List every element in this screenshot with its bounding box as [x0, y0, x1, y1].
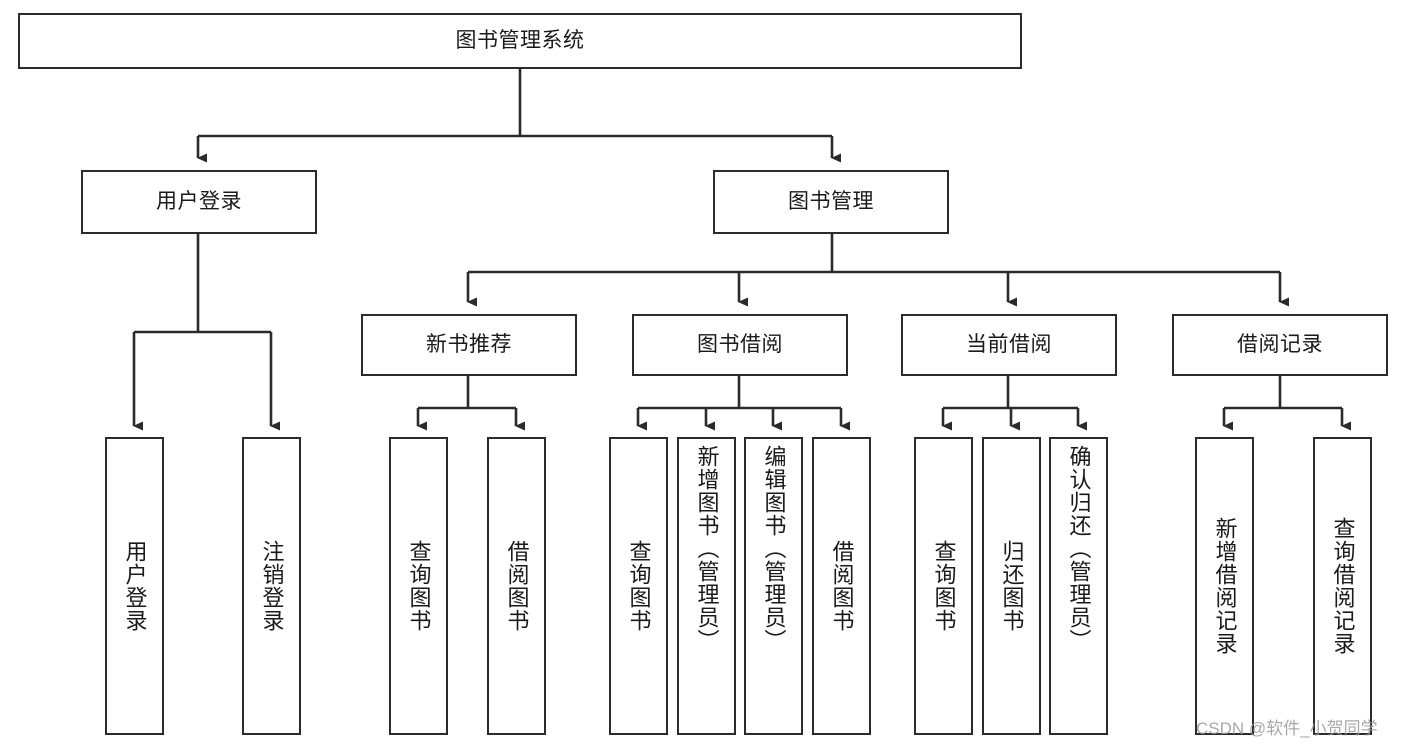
leaf-user-login-label: 用户登录 — [122, 540, 148, 632]
node-current-borrow[interactable]: 当前借阅 — [901, 314, 1117, 376]
leaf-borrow-book-new[interactable]: 借阅图书 — [487, 437, 546, 735]
leaf-add-book-admin-label: 新增图书（管理员） — [694, 445, 720, 652]
node-current-borrow-label: 当前借阅 — [966, 332, 1052, 356]
node-borrow-record-label: 借阅记录 — [1237, 332, 1323, 356]
node-book-borrow-label: 图书借阅 — [697, 332, 783, 356]
leaf-query-book-current[interactable]: 查询图书 — [914, 437, 973, 735]
leaf-add-borrow-record[interactable]: 新增借阅记录 — [1195, 437, 1254, 735]
leaf-query-book-borrow-label: 查询图书 — [626, 540, 652, 632]
leaf-edit-book-admin[interactable]: 编辑图书（管理员） — [744, 437, 803, 735]
leaf-query-borrow-record-label: 查询借阅记录 — [1330, 517, 1356, 655]
node-root[interactable]: 图书管理系统 — [18, 13, 1022, 69]
leaf-return-book[interactable]: 归还图书 — [982, 437, 1041, 735]
edges-root-to-level2 — [196, 69, 841, 163]
leaf-borrow-book[interactable]: 借阅图书 — [812, 437, 871, 735]
edges-borrow-record-to-leaves — [1222, 376, 1351, 431]
leaf-borrow-book-new-label: 借阅图书 — [504, 540, 530, 632]
leaf-user-login[interactable]: 用户登录 — [105, 437, 164, 735]
leaf-return-book-label: 归还图书 — [999, 540, 1025, 632]
node-borrow-record[interactable]: 借阅记录 — [1172, 314, 1388, 376]
edges-new-book-rec-to-leaves — [416, 376, 525, 431]
leaf-query-book-new-label: 查询图书 — [406, 540, 432, 632]
leaf-logout-label: 注销登录 — [259, 540, 285, 632]
leaf-add-borrow-record-label: 新增借阅记录 — [1212, 517, 1238, 655]
edges-book-borrow-to-leaves — [636, 376, 850, 431]
leaf-edit-book-admin-label: 编辑图书（管理员） — [761, 445, 787, 652]
leaf-query-book-current-label: 查询图书 — [931, 540, 957, 632]
node-book-borrow[interactable]: 图书借阅 — [632, 314, 848, 376]
csdn-watermark: CSDN @软件_小贺同学 — [1196, 719, 1378, 738]
leaf-add-book-admin[interactable]: 新增图书（管理员） — [677, 437, 736, 735]
leaf-confirm-return-admin[interactable]: 确认归还（管理员） — [1049, 437, 1108, 735]
node-new-book-recommendation-label: 新书推荐 — [426, 332, 512, 356]
leaf-confirm-return-admin-label: 确认归还（管理员） — [1066, 445, 1092, 652]
edges-current-borrow-to-leaves — [941, 376, 1087, 431]
leaf-query-book-new[interactable]: 查询图书 — [389, 437, 448, 735]
node-user-login[interactable]: 用户登录 — [81, 170, 317, 234]
leaf-query-book-borrow[interactable]: 查询图书 — [609, 437, 668, 735]
edges-user-login-to-leaves — [132, 234, 280, 431]
leaf-logout[interactable]: 注销登录 — [242, 437, 301, 735]
node-user-login-label: 用户登录 — [156, 189, 242, 213]
leaf-query-borrow-record[interactable]: 查询借阅记录 — [1313, 437, 1372, 735]
edges-book-manage-to-level3 — [466, 234, 1289, 307]
node-root-label: 图书管理系统 — [455, 28, 585, 52]
node-new-book-recommendation[interactable]: 新书推荐 — [361, 314, 577, 376]
node-book-manage-label: 图书管理 — [788, 189, 874, 213]
leaf-borrow-book-label: 借阅图书 — [829, 540, 855, 632]
node-book-manage[interactable]: 图书管理 — [713, 170, 949, 234]
